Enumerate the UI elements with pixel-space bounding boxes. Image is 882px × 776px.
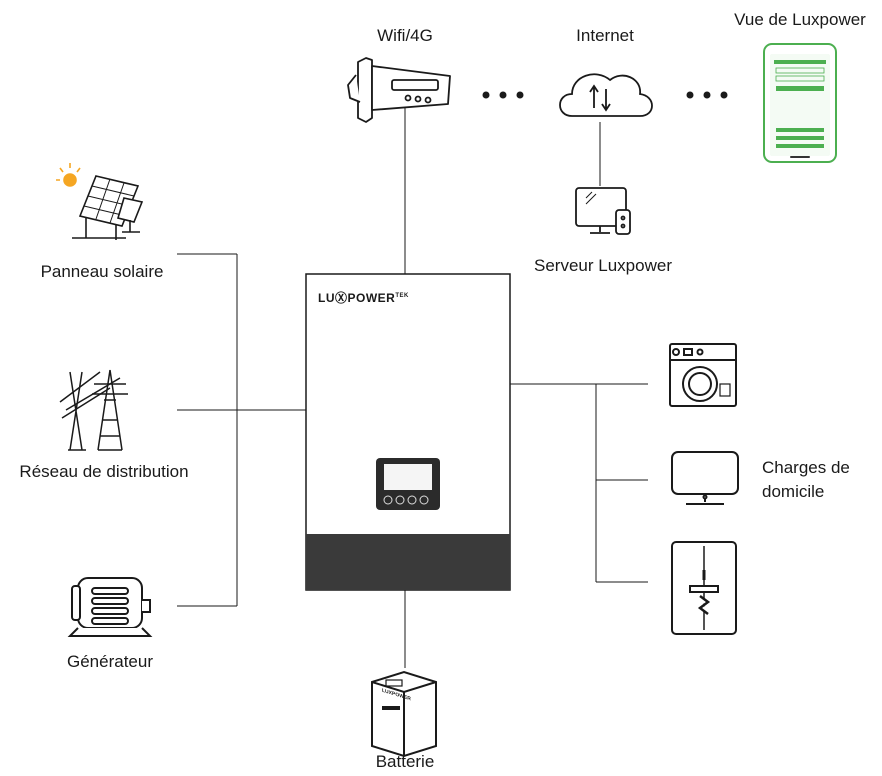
dots-wifi-internet [482,91,524,99]
wifi-label: Wifi/4G [377,26,433,45]
server-label: Serveur Luxpower [534,256,672,275]
internet-label: Internet [576,26,634,45]
grid-tower-icon [59,369,128,451]
loads-label-line1: Charges de [762,458,850,477]
battery-label: Batterie [375,752,435,771]
tv-icon [671,451,739,505]
solar-panel-icon [56,163,144,240]
wifi-dongle-icon [347,57,451,123]
cloud-icon [559,73,653,117]
loads-label-line2: domicile [762,482,825,501]
washing-machine-icon [669,343,737,407]
battery-icon [371,670,437,758]
inverter-brand: LUⓍPOWERTEK [318,286,409,308]
generator-label: Générateur [67,652,153,671]
inverter-brand-name: LUⓍPOWER [318,291,396,305]
connection-lines [177,108,648,668]
grid-label: Réseau de distribution [19,462,189,481]
app-label: Vue de Luxpower [734,10,866,29]
phone-app-icon [763,43,837,163]
solar-label: Panneau solaire [40,262,164,281]
dots-internet-app [686,91,728,99]
fridge-icon [671,541,737,635]
server-monitor-icon [575,187,631,235]
generator-icon [67,577,153,637]
inverter-unit [305,273,511,591]
inverter-brand-sup: TEK [395,293,409,299]
